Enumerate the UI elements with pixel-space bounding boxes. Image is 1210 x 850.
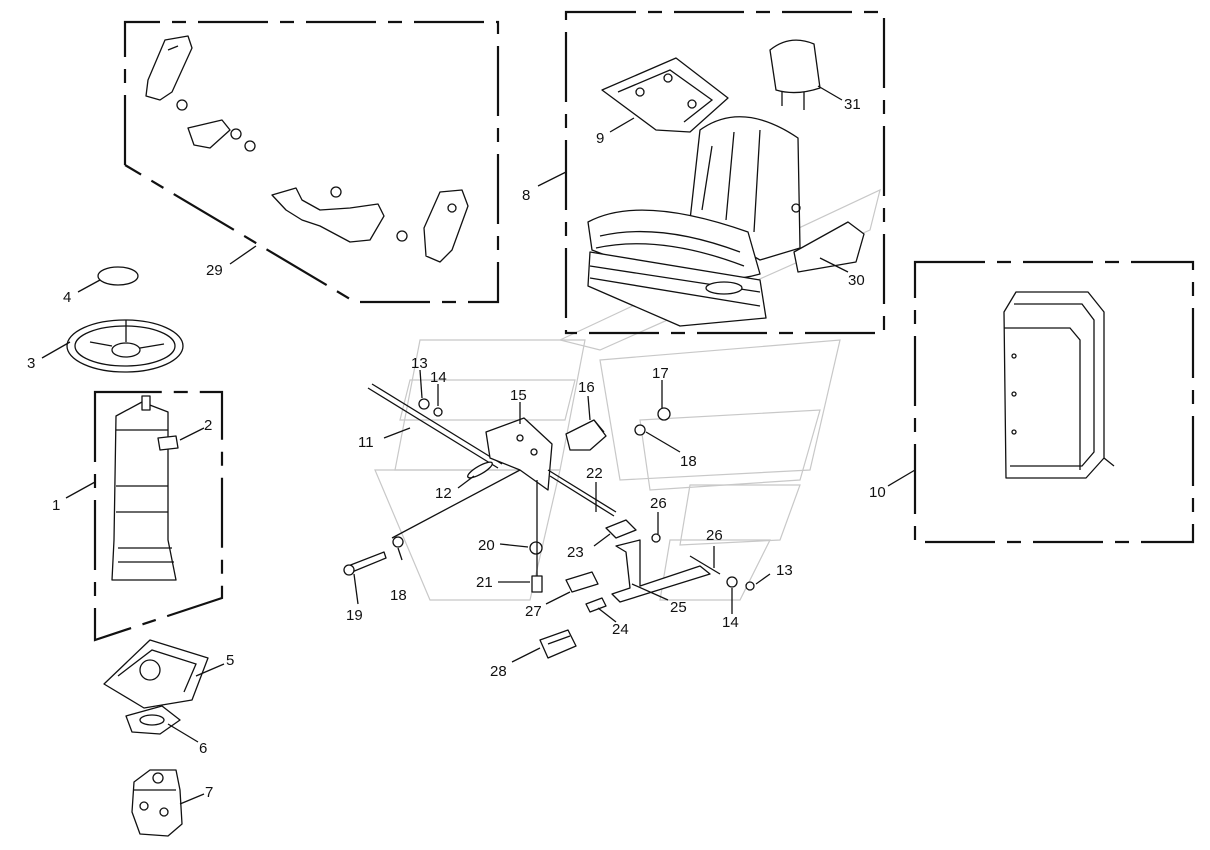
frame-armrest-assembly <box>123 20 500 304</box>
pedal-rubber <box>539 629 577 659</box>
callout-14-lower: 14 <box>722 614 739 631</box>
armrest-handle <box>187 119 231 149</box>
seat-parts <box>587 39 865 327</box>
callout-13-lower: 13 <box>776 562 793 579</box>
callout-29: 29 <box>206 262 223 279</box>
pad-27 <box>565 571 599 593</box>
callout-12: 12 <box>435 485 452 502</box>
callout-1: 1 <box>52 497 60 514</box>
seat-side-cover <box>793 221 865 273</box>
cylinder <box>565 419 607 451</box>
frame-seat-cover-assembly <box>913 260 1195 544</box>
washer-20 <box>529 541 543 555</box>
callout-5: 5 <box>226 652 234 669</box>
callout-8: 8 <box>522 187 530 204</box>
headrest <box>769 39 821 94</box>
column-fitting <box>157 435 179 451</box>
callout-labels: 1 2 3 4 5 6 7 8 9 10 11 12 13 13 14 14 1… <box>27 96 886 801</box>
bearing-bracket <box>485 417 553 491</box>
callout-6: 6 <box>199 740 207 757</box>
callout-3: 3 <box>27 355 35 372</box>
seat-cover <box>1003 291 1115 479</box>
pad-24 <box>585 597 607 613</box>
callout-7: 7 <box>205 784 213 801</box>
armrest-washer <box>176 99 188 111</box>
assembly-frames <box>93 10 1195 642</box>
seat-suspension <box>587 251 767 327</box>
washer-18b <box>392 536 404 548</box>
steering-column <box>111 401 177 581</box>
o-ring-14b <box>726 576 738 588</box>
o-ring-13b <box>745 581 755 591</box>
steering-valve <box>131 769 183 837</box>
screw <box>531 575 543 593</box>
callout-4: 4 <box>63 289 71 306</box>
o-ring-14a <box>433 407 443 417</box>
seat-base-plate <box>601 57 729 133</box>
adjust-rod <box>367 387 499 469</box>
watermark-graphic <box>374 188 881 601</box>
callout-11: 11 <box>358 434 374 451</box>
callout-15: 15 <box>510 387 527 404</box>
horn-cap <box>97 266 139 286</box>
callout-24: 24 <box>612 621 629 638</box>
frame-seat-assembly <box>564 10 886 335</box>
callout-9: 9 <box>596 130 604 147</box>
callout-23: 23 <box>567 544 584 561</box>
callout-10: 10 <box>869 484 886 501</box>
spring <box>467 461 493 479</box>
leader-lines <box>41 85 916 805</box>
o-ring-13a <box>418 398 430 410</box>
washer-17 <box>657 407 671 421</box>
callout-20: 20 <box>478 537 495 554</box>
callout-26-lower: 26 <box>706 527 723 544</box>
armrest-parts <box>145 35 469 263</box>
callout-2: 2 <box>204 417 212 434</box>
column-gasket <box>103 639 209 709</box>
armrest-right <box>423 189 469 263</box>
callout-14-upper: 14 <box>430 369 447 386</box>
seat-back-cover <box>1003 291 1105 479</box>
callout-18-right: 18 <box>680 453 697 470</box>
callout-25: 25 <box>670 599 687 616</box>
callout-22: 22 <box>586 465 603 482</box>
callout-28: 28 <box>490 663 507 680</box>
armrest-left <box>145 35 193 101</box>
frame-steering-column-assembly <box>93 390 224 642</box>
washer-18a <box>634 424 646 436</box>
callout-26-upper: 26 <box>650 495 667 512</box>
callout-18-left: 18 <box>390 587 407 604</box>
callout-17: 17 <box>652 365 669 382</box>
pedal-parts <box>343 383 755 659</box>
callout-19: 19 <box>346 607 363 624</box>
callout-27: 27 <box>525 603 542 620</box>
callout-30: 30 <box>848 272 865 289</box>
callout-31: 31 <box>844 96 861 113</box>
armrest-bracket <box>271 187 385 243</box>
pad-23 <box>605 519 637 539</box>
callout-16: 16 <box>578 379 595 396</box>
callout-13-upper: 13 <box>411 355 428 372</box>
callout-21: 21 <box>476 574 493 591</box>
pivot-shaft <box>547 469 617 517</box>
steering-parts <box>66 266 209 837</box>
